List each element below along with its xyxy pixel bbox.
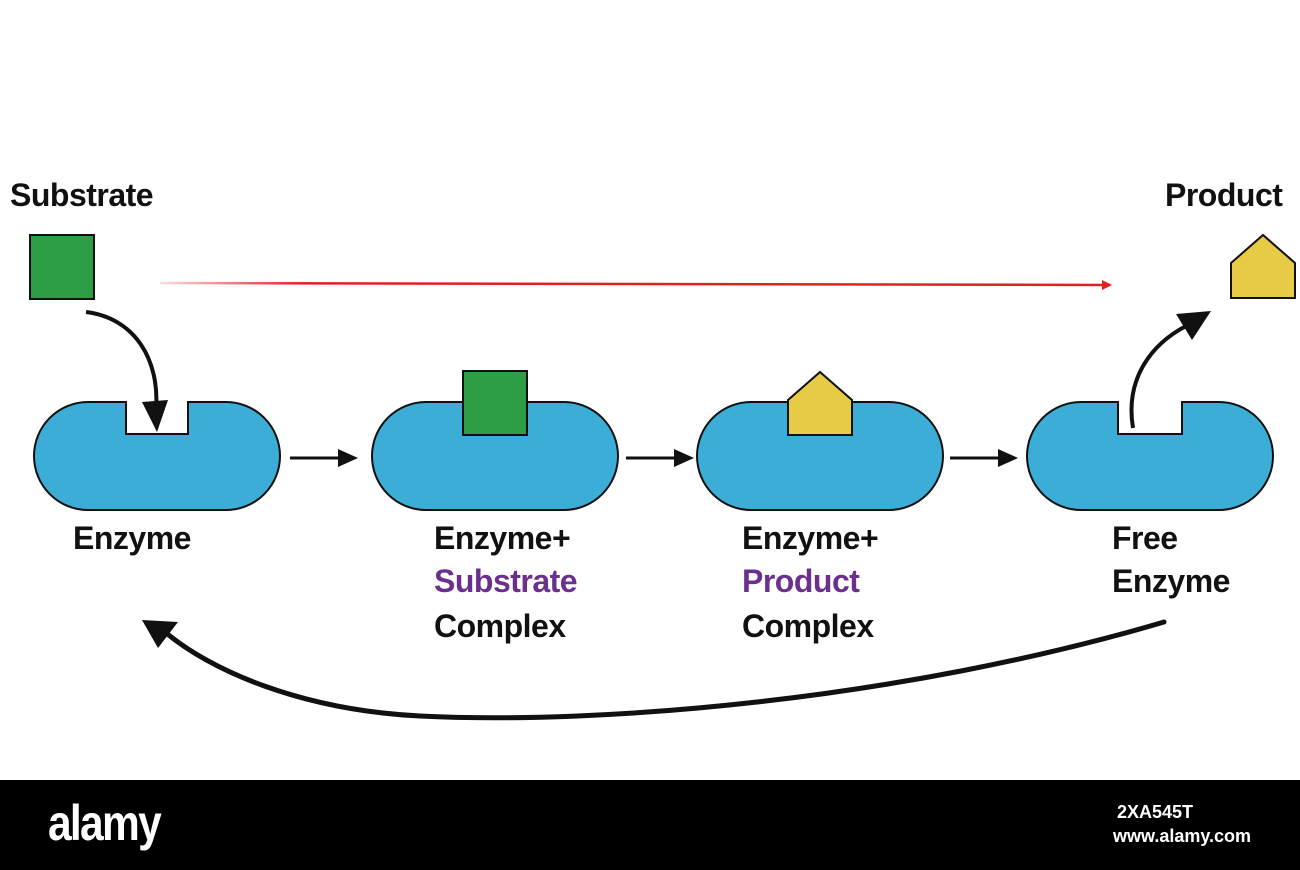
substrate-binding-arrowhead — [142, 400, 168, 432]
recycle-arrow — [162, 619, 1167, 721]
watermark-image-id: 2XA545T — [1117, 802, 1194, 822]
free-label-line2: Enzyme — [1112, 563, 1230, 599]
bound-substrate-shape — [462, 370, 528, 436]
step-arrowhead-1 — [338, 449, 358, 467]
enzyme-substrate-shape — [371, 401, 619, 511]
substrate-binding-arrow — [85, 310, 159, 411]
free-label-line1: Free — [1112, 520, 1178, 556]
direct-conversion-arrow — [159, 279, 1112, 290]
es-label-line1: Enzyme+ — [434, 520, 570, 556]
recycle-arrowhead — [142, 620, 178, 648]
enzyme-product-shape — [696, 401, 944, 511]
enzyme-shape — [33, 401, 281, 511]
product-release-arrow — [1129, 324, 1187, 429]
watermark-site: www.alamy.com — [1113, 826, 1252, 846]
ep-label-line1: Enzyme+ — [742, 520, 878, 556]
product-title: Product — [1165, 177, 1283, 213]
free-enzyme-shape — [1026, 401, 1274, 511]
watermark-logo: alamy — [48, 795, 162, 851]
step-arrowhead-2 — [674, 449, 694, 467]
es-label-line2: Substrate — [434, 563, 577, 599]
product-shape — [1230, 233, 1296, 299]
step-arrowhead-3 — [998, 449, 1018, 467]
bound-product-shape — [787, 370, 853, 436]
ep-label-line2: Product — [742, 563, 860, 599]
substrate-shape — [29, 234, 95, 300]
enzyme-label: Enzyme — [73, 520, 191, 556]
product-release-arrowhead — [1176, 311, 1211, 340]
es-label-line3: Complex — [434, 608, 566, 644]
substrate-title: Substrate — [10, 177, 153, 213]
ep-label-line3: Complex — [742, 608, 874, 644]
watermark-bar: alamy 2XA545T www.alamy.com — [0, 780, 1300, 870]
